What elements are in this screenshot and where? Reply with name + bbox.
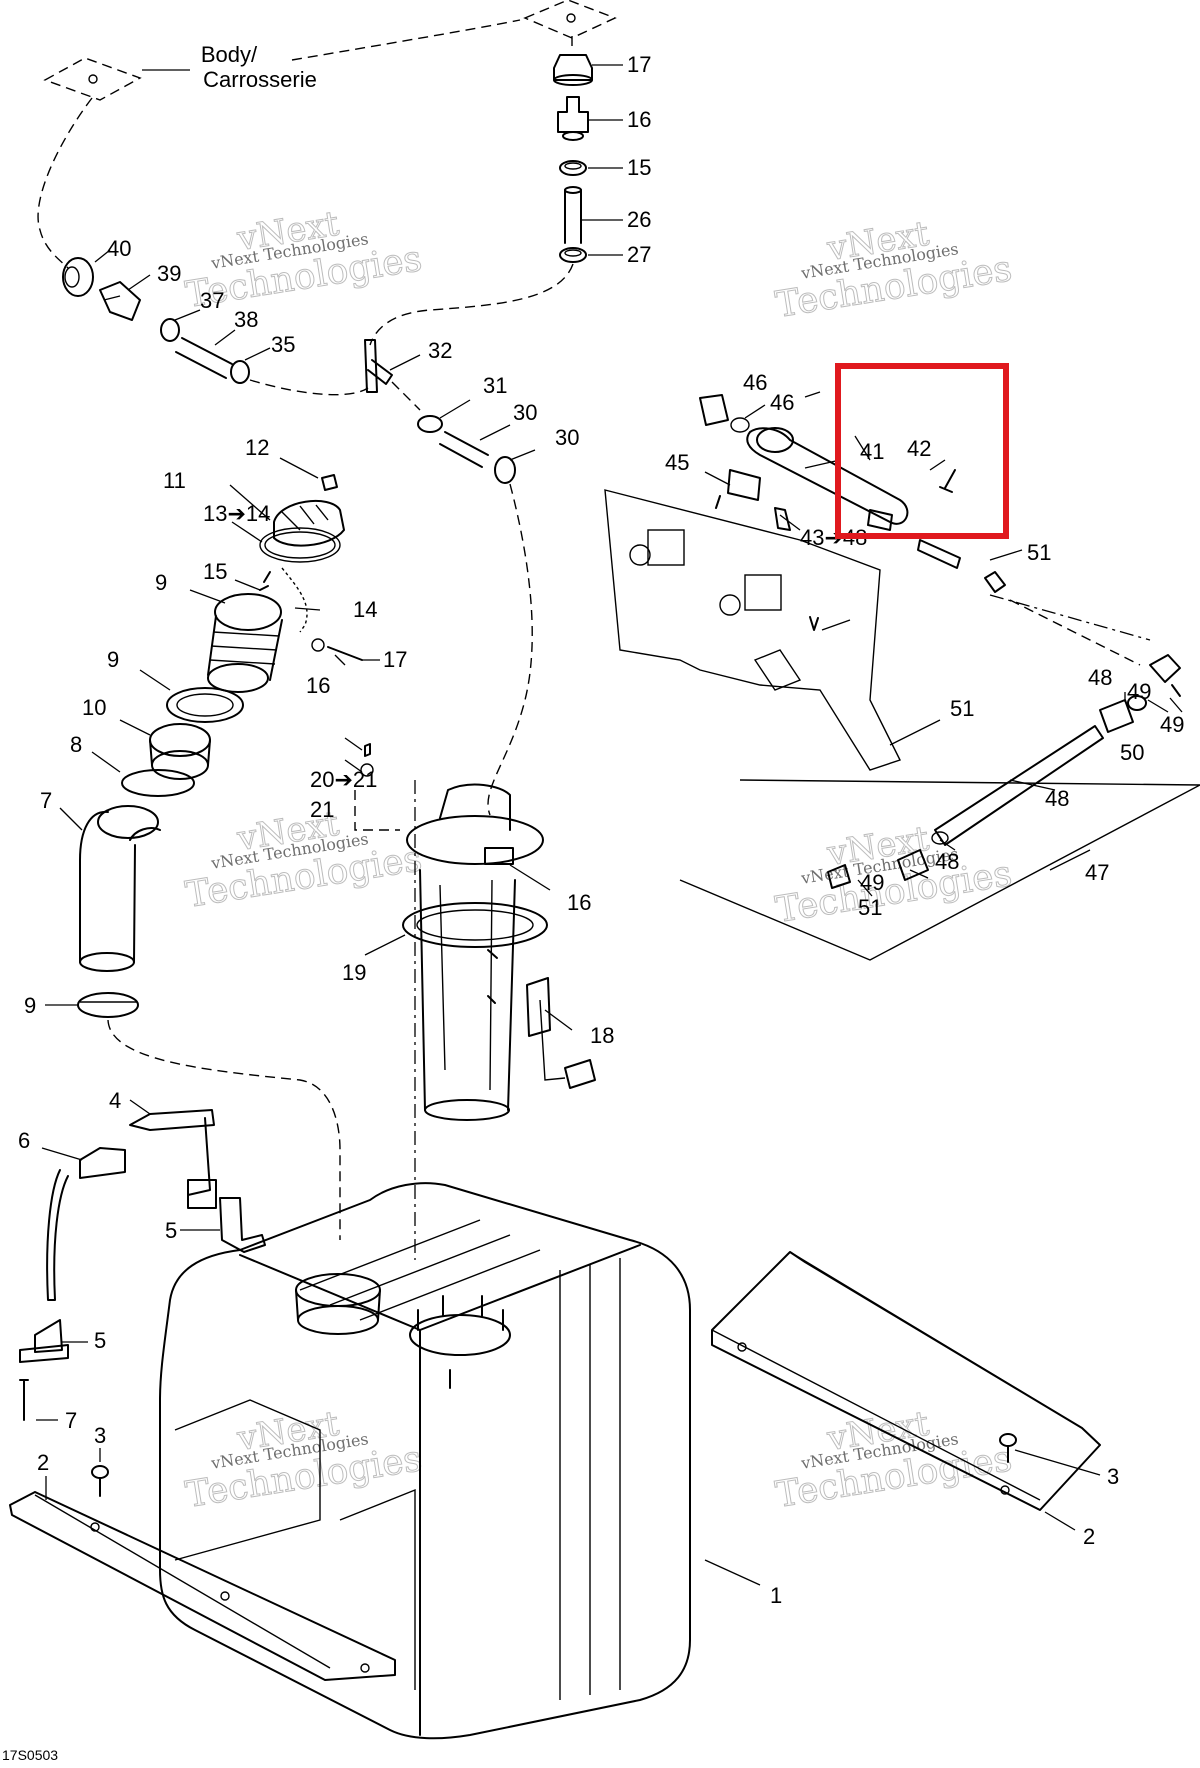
part-label: 21 xyxy=(310,797,334,822)
part-label: 6 xyxy=(18,1128,30,1153)
part-label: 7 xyxy=(65,1408,77,1433)
watermark: vNext vNext Technologies Technologies xyxy=(772,1403,1015,1516)
part-label: 46 xyxy=(743,370,767,395)
fuel-line-kit xyxy=(679,654,1200,961)
part-label: 47 xyxy=(1085,860,1109,885)
part-label: 30 xyxy=(513,400,537,425)
hose-assembly-25-27 xyxy=(417,415,516,484)
part-label: 20➔21 xyxy=(310,767,377,792)
part-label: 15 xyxy=(203,559,227,584)
watermark: vNext vNext Technologies Technologies xyxy=(772,213,1015,326)
part-labels: 17 16 15 26 27 40 39 37 38 35 32 31 30 3… xyxy=(18,52,1184,1608)
body-mount-top xyxy=(523,0,617,39)
part-label: 16 xyxy=(627,107,651,132)
part-label: 40 xyxy=(107,236,131,261)
heat-shield-50 xyxy=(604,489,901,771)
part-label: 4 xyxy=(109,1088,121,1113)
drawing-code: 17S0503 xyxy=(2,1747,58,1763)
body-label: Body/ xyxy=(201,42,258,67)
part-label: 41 xyxy=(860,439,884,464)
part-label: 48 xyxy=(1045,786,1069,811)
part-label: 30 xyxy=(555,425,579,450)
strap-assembly xyxy=(19,1109,266,1421)
part-label: 39 xyxy=(157,261,181,286)
part-label: 2 xyxy=(1083,1524,1095,1549)
part-label: 17 xyxy=(627,52,651,77)
highlight-box xyxy=(835,363,1009,539)
part-label: 26 xyxy=(627,207,651,232)
part-label: 2 xyxy=(37,1450,49,1475)
part-label: 10 xyxy=(82,695,106,720)
part-label: 51 xyxy=(950,696,974,721)
part-label: 32 xyxy=(428,338,452,363)
part-label: 46 xyxy=(770,390,794,415)
part-label: 51 xyxy=(1027,540,1051,565)
part-label: 50 xyxy=(1120,740,1144,765)
part-label: 15 xyxy=(627,155,651,180)
part-label: 51 xyxy=(858,895,882,920)
part-label: 3 xyxy=(94,1423,106,1448)
part-label: 42 xyxy=(907,436,931,461)
vent-assembly-left xyxy=(62,257,250,384)
part-label: 12 xyxy=(245,435,269,460)
part-label: 37 xyxy=(200,288,224,313)
fuel-tank xyxy=(159,1182,691,1740)
leader-lines xyxy=(36,64,1183,1586)
part-label: 27 xyxy=(627,242,651,267)
part-label: 5 xyxy=(165,1218,177,1243)
part-label: 48 xyxy=(1088,665,1112,690)
vent-line-left xyxy=(37,97,93,269)
part-label: 45 xyxy=(665,450,689,475)
part-label: 18 xyxy=(590,1023,614,1048)
part-label: 11 xyxy=(163,468,186,493)
part-label: 8 xyxy=(70,732,82,757)
part-label: 5 xyxy=(94,1328,106,1353)
part-label: 48 xyxy=(935,849,959,874)
part-label: 9 xyxy=(107,647,119,672)
part-label: 38 xyxy=(234,307,258,332)
part-label: 7 xyxy=(40,788,52,813)
watermark: vNext vNext Technologies Technologies xyxy=(182,1403,425,1516)
part-label: 9 xyxy=(155,570,167,595)
vent-stack xyxy=(553,54,593,263)
watermark: vNext vNext Technologies Technologies xyxy=(182,803,425,916)
part-label: 19 xyxy=(342,960,366,985)
fuel-rail xyxy=(699,394,1006,593)
part-label: 16 xyxy=(306,673,330,698)
part-label: 35 xyxy=(271,332,295,357)
body-mount-left xyxy=(43,57,142,101)
fuel-pump-assembly xyxy=(360,743,596,1121)
part-label: 49 xyxy=(860,870,884,895)
part-label: 17 xyxy=(383,647,407,672)
part-label: 3 xyxy=(1107,1464,1119,1489)
part-label: 49 xyxy=(1160,712,1184,737)
part-label: 49 xyxy=(1127,679,1151,704)
part-label: 1 xyxy=(770,1583,782,1608)
skid-plate-left xyxy=(9,1465,396,1681)
tee-fitting-28 xyxy=(364,339,393,393)
part-label: 31 xyxy=(483,373,507,398)
part-label: 13➔14 xyxy=(203,501,270,526)
watermark-group: vNext vNext Technologies Technologies vN… xyxy=(182,203,1015,1516)
body-label-2: Carrosserie xyxy=(203,67,317,92)
watermark: vNext vNext Technologies Technologies xyxy=(772,818,1015,931)
part-label: 9 xyxy=(24,993,36,1018)
skid-plate-right xyxy=(711,1251,1101,1511)
filler-cap-assembly xyxy=(207,474,363,693)
part-label: 14 xyxy=(353,597,377,622)
part-label: 16 xyxy=(567,890,591,915)
